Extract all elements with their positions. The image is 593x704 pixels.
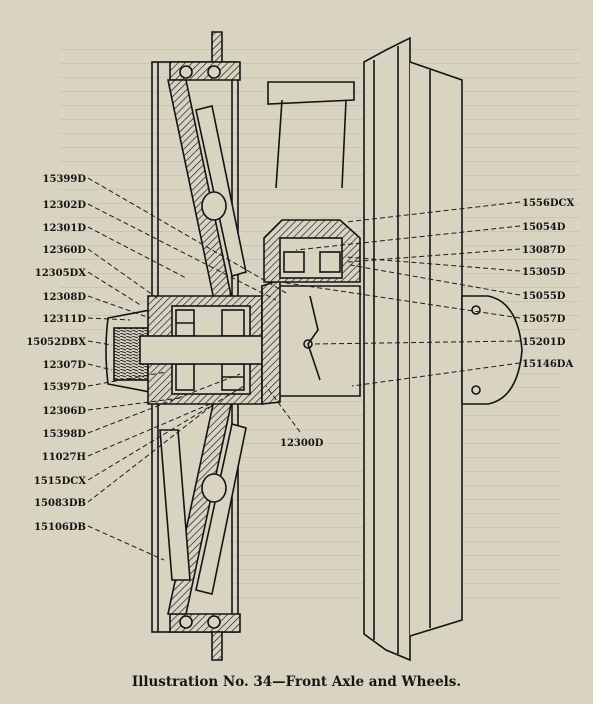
part-label: 12302D: [43, 200, 87, 211]
leader-15106DB: [87, 525, 165, 561]
spindle: [139, 335, 271, 365]
leader-12360D: [87, 248, 161, 301]
right-tire: [409, 61, 463, 637]
leader-12301D: [87, 226, 187, 279]
part-label: 15055D: [522, 291, 566, 302]
part-label: 15083DB: [34, 498, 86, 509]
right-wheel: [363, 36, 523, 662]
part-label: 15106DB: [34, 522, 86, 533]
leader-15052DBX: [87, 340, 113, 346]
part-label: 12305DX: [35, 268, 86, 279]
part-label: 12301D: [43, 223, 87, 234]
part-label: 15146DA: [522, 359, 573, 370]
part-label: 12360D: [43, 245, 87, 256]
leader-13087D: [347, 248, 521, 263]
top-rim-lug: [211, 31, 223, 63]
leader-15305D: [345, 256, 521, 272]
leader-12308D: [87, 295, 151, 319]
part-label: 1515DCX: [34, 476, 86, 487]
left-wheel: [151, 31, 247, 661]
part-label: 15201D: [522, 337, 566, 348]
part-label: 12311D: [43, 314, 87, 325]
hub-assembly: [105, 278, 361, 405]
leader-12300D: [265, 385, 301, 433]
part-label: 12307D: [43, 360, 87, 371]
leader-1556DCX: [345, 201, 521, 223]
leader-11027H: [87, 403, 211, 457]
leader-15398D: [87, 373, 241, 434]
part-label: 15057D: [522, 314, 566, 325]
part-label: 12306D: [43, 406, 87, 417]
part-label: 15399D: [43, 174, 87, 185]
part-label: 15305D: [522, 267, 566, 278]
leader-15146DA: [351, 362, 521, 387]
leader-12302D: [87, 203, 277, 301]
left-labels: 15399D 12302D 12301D 12360D 12305DX 1230…: [26, 174, 86, 533]
part-label: 15052DBX: [26, 337, 86, 348]
leader-15397D: [87, 371, 167, 387]
bottom-rim-lug: [211, 631, 223, 661]
part-label: 11027H: [42, 452, 86, 463]
right-rim: [363, 36, 411, 662]
part-label: 13087D: [522, 245, 566, 256]
part-label-bottom: 12300D: [280, 438, 324, 449]
leader-15083DB: [87, 403, 215, 503]
leader-15057D: [279, 281, 521, 319]
part-label: 15054D: [522, 222, 566, 233]
leader-12305DX: [87, 271, 143, 307]
part-label: 1556DCX: [522, 198, 574, 209]
part-label: 12308D: [43, 292, 87, 303]
leader-15201D: [313, 340, 521, 345]
axle-yoke: [263, 81, 361, 283]
leader-lines: [87, 177, 521, 561]
part-label: 15397D: [43, 382, 87, 393]
figure-caption: Illustration No. 34—Front Axle and Wheel…: [131, 674, 462, 690]
leader-12307D: [87, 363, 113, 371]
part-label: 15398D: [43, 429, 87, 440]
leader-12311D: [87, 317, 131, 321]
leader-15054D: [295, 225, 521, 251]
right-labels: 1556DCX 15054D 13087D 15305D 15055D 1505…: [522, 198, 574, 370]
right-hub-cap: [461, 295, 523, 405]
leader-15055D: [349, 264, 521, 296]
leader-15399D: [87, 177, 289, 295]
leader-1515DCX: [87, 385, 245, 481]
